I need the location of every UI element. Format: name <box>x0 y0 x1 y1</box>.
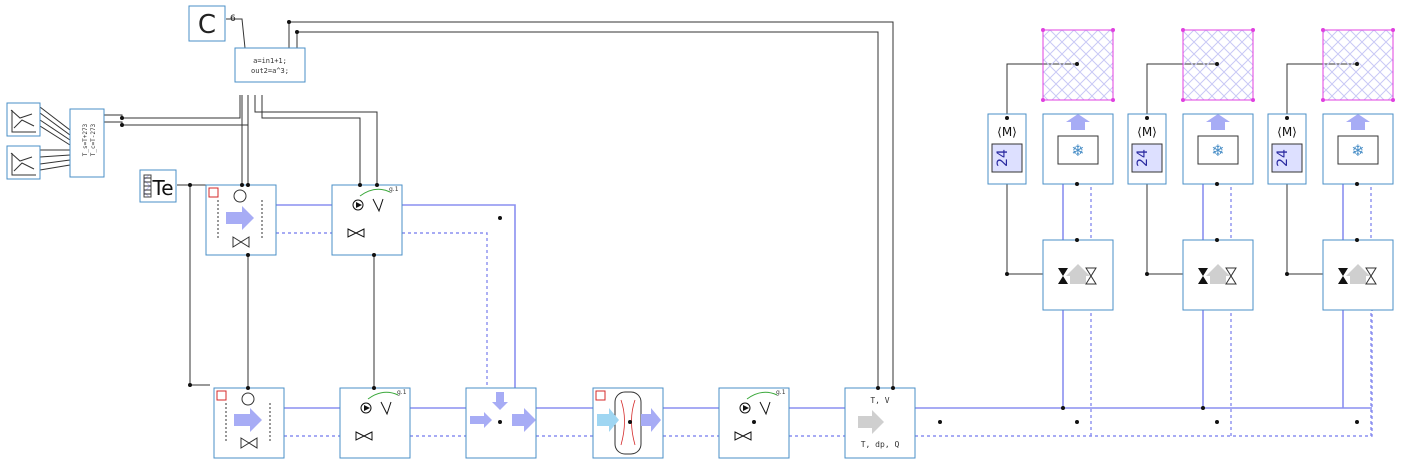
setpoint-value-3: 24 <box>1275 149 1291 167</box>
room-corner-dots <box>1041 28 1395 102</box>
setpoint-value-2: 24 <box>1135 149 1151 167</box>
heat-pump-2[interactable] <box>213 387 285 459</box>
constant-output-index: 6 <box>230 14 236 24</box>
expression-line2: out2=a^3; <box>251 67 289 75</box>
svg-text:⟨M⟩: ⟨M⟩ <box>1277 125 1297 139</box>
sensor-top-label: T, V <box>870 396 889 405</box>
sensor-block[interactable]: T, V T, dp, Q <box>844 387 916 459</box>
pump-1[interactable]: g.1 <box>331 184 403 256</box>
valve-block-1[interactable] <box>1042 239 1114 311</box>
input-block-line1: T_s=T+273 <box>82 123 89 156</box>
setpoint-block-2[interactable]: ⟨M⟩ 24 <box>1127 113 1167 185</box>
terminal-unit-1[interactable]: ❄ <box>1042 113 1114 185</box>
snowflake-icon: ❄ <box>1071 141 1084 160</box>
svg-text:⟨M⟩: ⟨M⟩ <box>997 125 1017 139</box>
setpoint-block-1[interactable]: ⟨M⟩ 24 <box>987 113 1027 185</box>
input-block[interactable]: T_s=T+273 T_c=T-273 <box>69 108 105 178</box>
expression-block[interactable]: a=in1+1; out2=a^3; <box>234 47 306 83</box>
snowflake-icon: ❄ <box>1351 141 1364 160</box>
setpoint-block-3[interactable]: ⟨M⟩ 24 <box>1267 113 1307 185</box>
ambient-temperature-block[interactable]: Te <box>139 169 177 203</box>
input-block-line2: T_c=T-273 <box>90 123 97 156</box>
sensor-bottom-label: T, dp, Q <box>861 440 900 449</box>
snowflake-icon: ❄ <box>1211 141 1224 160</box>
svg-text:⟨M⟩: ⟨M⟩ <box>1137 125 1157 139</box>
curve-block-2[interactable] <box>6 145 41 180</box>
valve-block-3[interactable] <box>1322 239 1394 311</box>
pump-2[interactable]: g.1 <box>339 387 411 459</box>
expression-line1: a=in1+1; <box>253 57 287 65</box>
valve-block-2[interactable] <box>1182 239 1254 311</box>
terminal-unit-3[interactable]: ❄ <box>1322 113 1394 185</box>
ambient-temperature-label: Te <box>151 176 173 200</box>
curve-block-1[interactable] <box>6 102 41 137</box>
heat-pump-1[interactable] <box>205 184 277 256</box>
junction-dots <box>120 20 1359 424</box>
setpoint-value-1: 24 <box>995 149 1011 167</box>
terminal-unit-2[interactable]: ❄ <box>1182 113 1254 185</box>
storage-tank[interactable] <box>592 387 664 459</box>
pump-1-gain: g.1 <box>389 186 399 193</box>
pump-2-gain: g.1 <box>397 389 407 396</box>
pump-3-gain: g.1 <box>776 389 786 396</box>
constant-symbol: C <box>198 10 216 40</box>
constant-block[interactable]: C 6 <box>188 5 236 42</box>
